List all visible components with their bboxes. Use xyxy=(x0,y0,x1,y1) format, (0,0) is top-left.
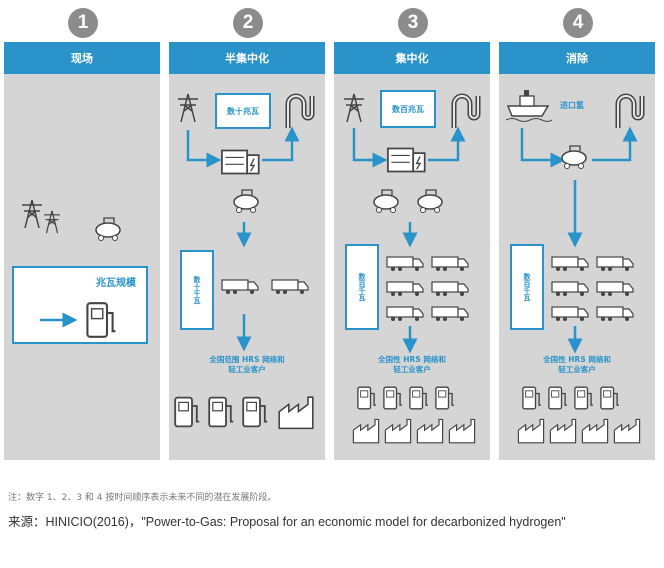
s3-top-box: 数百兆瓦 xyxy=(380,90,436,128)
s2-side-box: 数十千瓦 xyxy=(180,250,214,330)
s3-caption-line2: 轻工业客户 xyxy=(393,365,431,374)
stage-number-2: 2 xyxy=(233,8,263,38)
s4-caption-line2: 轻工业客户 xyxy=(558,365,596,374)
s4-side-box: 数百千瓦 xyxy=(510,244,544,330)
stage-number-3: 3 xyxy=(398,8,428,38)
s4-caption: 全国性 HRS 网络和 轻工业客户 xyxy=(507,355,647,375)
s2-caption: 全国范围 HRS 网络和 轻工业客户 xyxy=(177,355,317,375)
mw-scale-box: 兆瓦规模 xyxy=(12,266,148,344)
stage-title-4: 消除 xyxy=(499,42,655,74)
stage-number-4: 4 xyxy=(563,8,593,38)
stage-title-2: 半集中化 xyxy=(169,42,325,74)
stage-number-1: 1 xyxy=(68,8,98,38)
stage-title-1: 现场 xyxy=(4,42,160,74)
s4-caption-line1: 全国性 HRS 网络和 xyxy=(543,355,611,364)
s2-caption-line1: 全国范围 HRS 网络和 xyxy=(209,355,285,364)
mw-scale-label: 兆瓦规模 xyxy=(96,278,136,289)
source-citation: 来源：HINICIO(2016)，"Power-to-Gas: Proposal… xyxy=(8,515,566,529)
s2-top-box: 数十兆瓦 xyxy=(215,93,271,129)
s3-caption-line1: 全国性 HRS 网络和 xyxy=(378,355,446,364)
s2-caption-line2: 轻工业客户 xyxy=(228,365,266,374)
stage-panel-1: 现场 xyxy=(4,42,160,460)
s3-side-box: 数百千瓦 xyxy=(345,244,379,330)
stage-title-3: 集中化 xyxy=(334,42,490,74)
s4-top-label: 进口氢 xyxy=(560,101,584,110)
footnote: 注：数字 1、2、3 和 4 按时间顺序表示未来不同的潜在发展阶段。 xyxy=(8,493,277,503)
s3-caption: 全国性 HRS 网络和 轻工业客户 xyxy=(342,355,482,375)
